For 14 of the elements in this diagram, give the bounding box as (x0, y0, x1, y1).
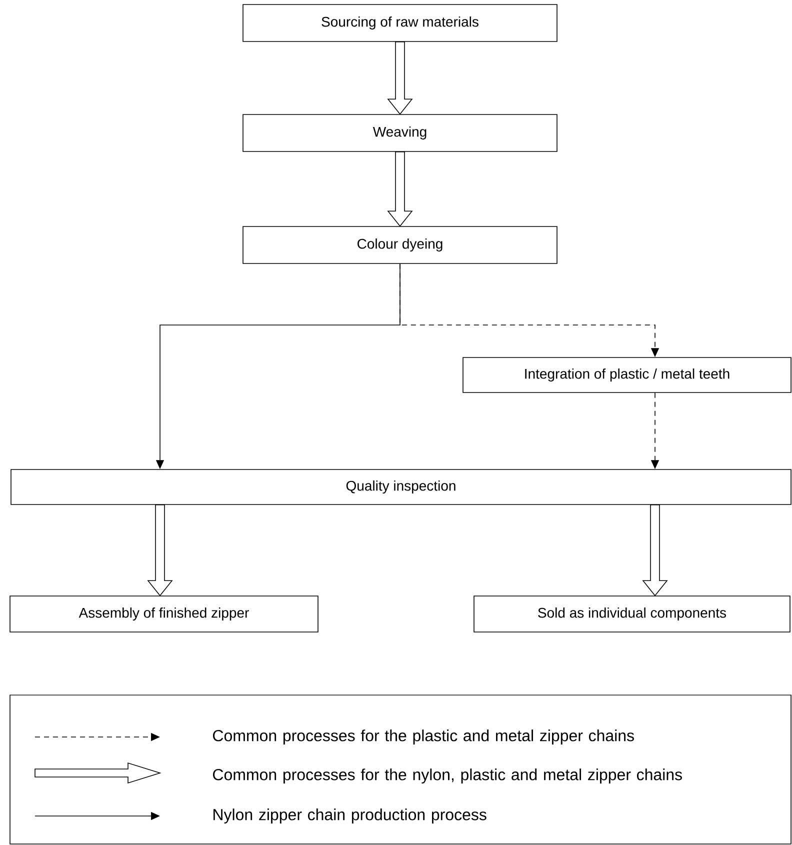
process-box: Sold as individual components (474, 596, 790, 632)
process-box: Quality inspection (10, 469, 792, 505)
hollow-arrow (642, 504, 668, 596)
legend-text: Common processes for the plastic and metal zipper chains (213, 730, 634, 744)
process-box: Colour dyeing (242, 226, 558, 264)
hollow-arrow (387, 42, 413, 115)
hollow-arrow (147, 504, 173, 596)
legend-text: Common processes for the nylon, plastic and metal zipper chains (213, 768, 682, 784)
process-box: Assembly of finished zipper (10, 596, 318, 632)
process-box: Weaving (242, 114, 558, 152)
legend-text: Nylon zipper chain production process (214, 808, 486, 824)
process-box: Sourcing of raw materials (242, 4, 558, 42)
hollow-arrow (387, 152, 413, 227)
process-box: Integration of plastic / metal teeth (462, 357, 792, 393)
